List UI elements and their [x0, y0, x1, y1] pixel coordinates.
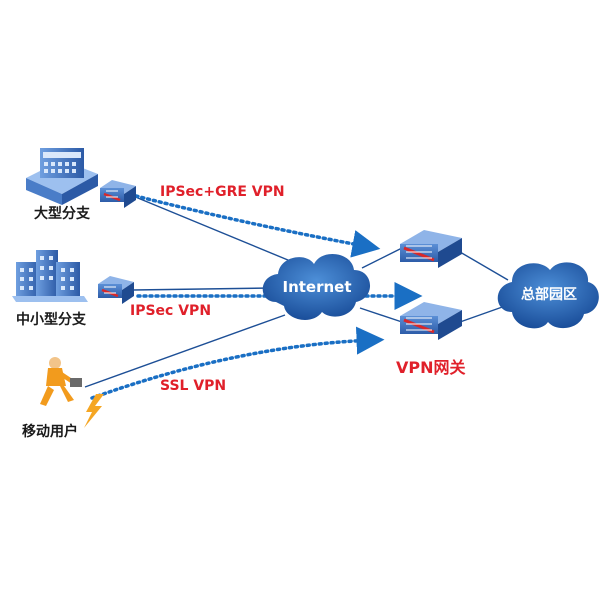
link-internet-gateway-bottom — [359, 307, 403, 323]
link-mobile-internet — [84, 314, 286, 388]
ipsec-vpn-label: IPSec VPN — [130, 303, 211, 319]
vpn-gateway-bottom-icon — [400, 302, 462, 340]
large-branch-building-icon — [26, 148, 98, 205]
internet-cloud-icon — [262, 253, 371, 320]
ipsec-gre-vpn-label: IPSec+GRE VPN — [160, 184, 285, 200]
tunnel-ssl — [90, 326, 385, 400]
small-branch-label: 中小型分支 — [16, 311, 87, 328]
mobile-user-label: 移动用户 — [22, 423, 78, 440]
internet-label: Internet — [282, 278, 351, 296]
ssl-vpn-label: SSL VPN — [160, 378, 226, 394]
headquarters-cloud-icon — [497, 262, 599, 329]
link-internet-gateway-top — [361, 247, 403, 269]
link-small-branch-internet — [132, 287, 273, 291]
link-gateway-bottom-hq — [459, 304, 509, 323]
small-branch-building-icon — [12, 250, 88, 302]
lightning-icon — [84, 394, 104, 428]
vpn-gateway-top-icon — [400, 230, 462, 268]
headquarters-label: 总部园区 — [521, 286, 577, 303]
link-gateway-top-hq — [459, 251, 509, 281]
mobile-user-person-icon — [40, 357, 82, 406]
small-branch-router-icon — [98, 276, 134, 304]
vpn-gateway-label: VPN网关 — [396, 358, 466, 377]
large-branch-router-icon — [100, 180, 136, 208]
tunnel-ipsec-gre — [134, 194, 381, 258]
large-branch-label: 大型分支 — [34, 205, 91, 222]
solid-links — [84, 195, 509, 388]
link-large-branch-internet — [132, 195, 301, 266]
